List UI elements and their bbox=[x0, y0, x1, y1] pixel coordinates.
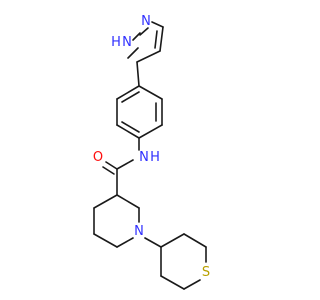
atom-amide-n: N bbox=[139, 150, 149, 165]
bond-pip-c4-c3 bbox=[93, 194, 118, 209]
bond-ph-1-2 bbox=[138, 85, 163, 100]
thiane-ring bbox=[160, 233, 207, 290]
bond-pip-c3-c2 bbox=[116, 194, 140, 209]
atom-thiane-s: S bbox=[202, 265, 210, 280]
atom-pyrazole-n2: N bbox=[141, 14, 151, 29]
bond-th-c4-c3 bbox=[160, 233, 185, 248]
bond-carbonyl-o-double bbox=[102, 166, 115, 175]
bond-ph-inner-b bbox=[121, 121, 140, 133]
bond-pip-n1-c6 bbox=[116, 237, 134, 248]
structure-diagram: N H N N H O N S bbox=[93, 14, 210, 290]
bond-ph-4-5 bbox=[116, 124, 140, 139]
bond-th-c6-c5 bbox=[160, 275, 185, 290]
bond-pz-c3-c4 bbox=[159, 26, 164, 52]
bond-amide-n-carbonyl bbox=[116, 159, 134, 170]
bond-ph-3-4 bbox=[138, 124, 163, 139]
atom-pyrazole-nh-h: H bbox=[111, 35, 121, 50]
bond-pz-c4-c5 bbox=[136, 50, 161, 63]
bond-th-c3-c2 bbox=[183, 233, 207, 248]
atom-piperidine-n: N bbox=[134, 224, 144, 239]
bond-th-s-c6 bbox=[183, 279, 201, 290]
bond-pz-n2-n1-double bbox=[139, 27, 149, 36]
pyrazole-ring bbox=[127, 21, 164, 63]
bond-pz-n2-c3 bbox=[151, 21, 164, 28]
bond-pz-c5-n1 bbox=[127, 47, 139, 59]
bond-pz-c3-c4-inner bbox=[154, 30, 158, 49]
atom-amide-h: H bbox=[150, 150, 160, 165]
atom-pyrazole-nh: N bbox=[122, 35, 132, 50]
bond-carbonyl-o bbox=[105, 161, 118, 170]
bond-ph-6-1 bbox=[116, 85, 140, 100]
molecule-svg: N H N N H O N S bbox=[93, 14, 210, 290]
bond-ph-inner-c bbox=[121, 91, 140, 103]
atom-carbonyl-o: O bbox=[93, 150, 103, 165]
piperidine-ring bbox=[93, 194, 140, 248]
bond-pyrazole-phenyl bbox=[136, 61, 140, 87]
bond-pip-c6-c5 bbox=[93, 233, 118, 248]
bond-pip-n-thiane bbox=[144, 237, 162, 248]
bond-pz-n1-n2 bbox=[132, 32, 141, 41]
phenyl-ring bbox=[116, 85, 163, 139]
